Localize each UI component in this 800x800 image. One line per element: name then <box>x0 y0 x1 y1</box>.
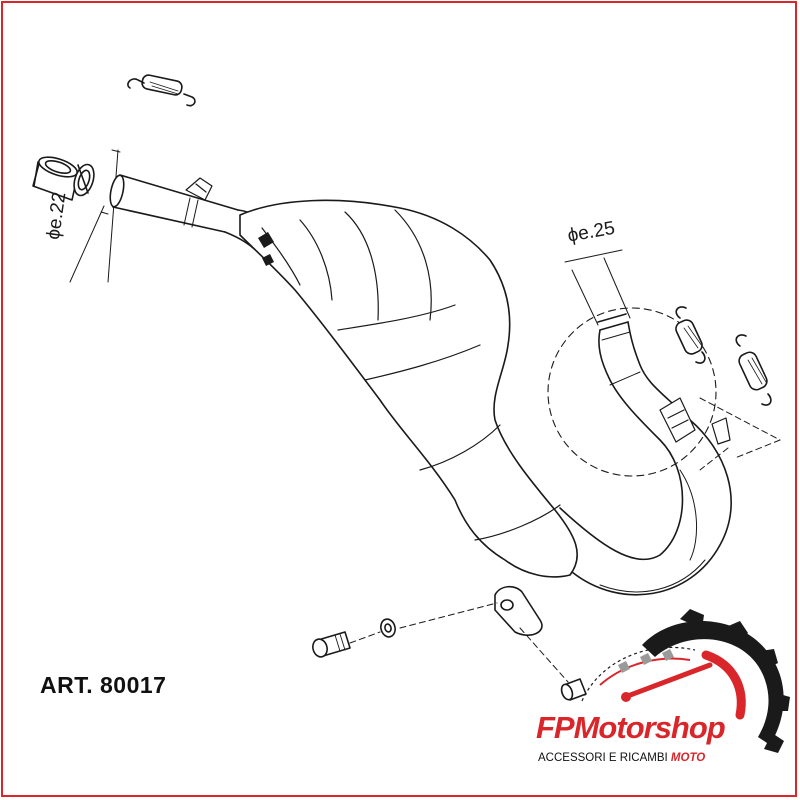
logo-tagline-text: ACCESSORI E RICAMBI <box>538 752 668 764</box>
outlet-detail-circle <box>547 307 717 477</box>
logo-tagline: ACCESSORI E RICAMBI MOTO <box>538 752 705 764</box>
inlet-pipe <box>109 174 263 257</box>
logo-brand: FPMotorshop <box>536 710 726 745</box>
speedometer-icon <box>581 646 746 720</box>
assembly-dash-lines <box>349 602 569 683</box>
spring-outlet-1 <box>675 306 706 364</box>
gear-icon <box>642 609 790 753</box>
spring-outlet-2 <box>735 334 772 406</box>
expansion-chamber <box>239 199 579 578</box>
fpmotorshop-logo <box>581 609 790 753</box>
spring-top-left <box>127 74 196 107</box>
outlet-clip <box>659 397 731 445</box>
washer <box>380 618 396 638</box>
mounting-bracket <box>494 585 543 636</box>
bolt <box>312 631 351 658</box>
logo-tagline-accent: MOTO <box>670 752 706 764</box>
tailpipe-loop <box>559 313 732 596</box>
rubber-sleeve <box>32 156 95 201</box>
article-number: ART. 80017 <box>40 672 167 698</box>
dimension-inlet-lines <box>69 149 121 283</box>
dimension-outlet-lines <box>564 249 631 326</box>
outlet-assembly-dash <box>699 397 781 471</box>
spring-hook-inlet <box>185 177 213 201</box>
